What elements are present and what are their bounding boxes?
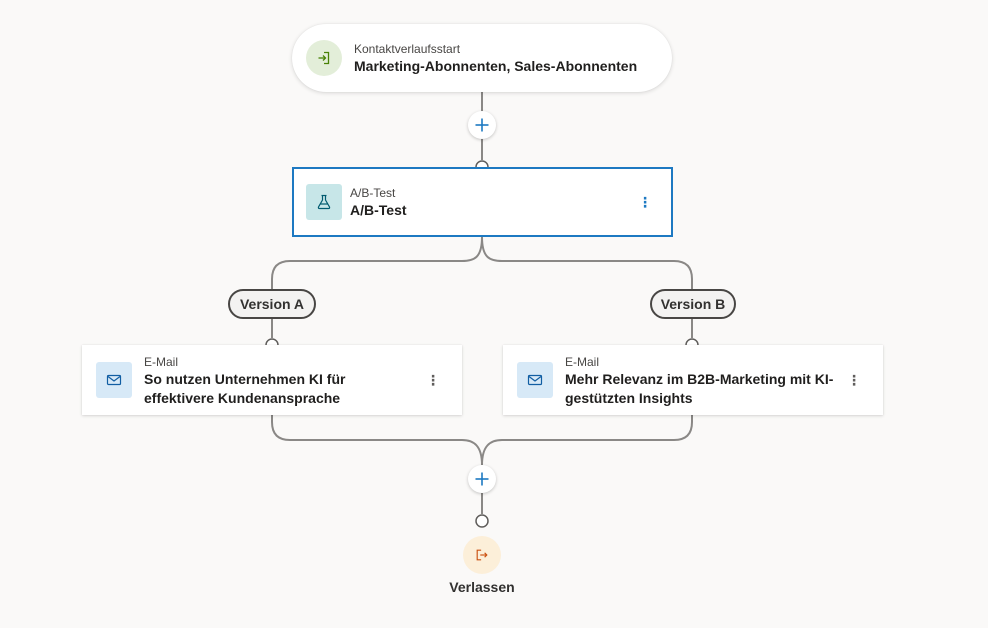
plus-icon bbox=[475, 472, 489, 486]
connector-ab-to-version-a bbox=[271, 236, 483, 289]
more-vertical-icon: ⋮ bbox=[638, 193, 652, 210]
email-node-version-a[interactable]: E-Mail So nutzen Unternehmen KI für effe… bbox=[82, 345, 462, 415]
plus-icon bbox=[475, 118, 489, 132]
exit-label: Verlassen bbox=[449, 579, 515, 595]
more-options-button[interactable]: ⋮ bbox=[636, 191, 654, 213]
email-a-subtitle: E-Mail bbox=[144, 355, 179, 369]
email-a-title: So nutzen Unternehmen KI für effektivere… bbox=[144, 371, 346, 406]
exit-icon[interactable] bbox=[463, 536, 501, 574]
email-b-title: Mehr Relevanz im B2B-Marketing mit KI-ge… bbox=[565, 371, 834, 406]
mail-icon bbox=[517, 362, 553, 398]
mail-icon bbox=[96, 362, 132, 398]
more-options-button[interactable]: ⋮ bbox=[845, 369, 863, 391]
start-node-subtitle: Kontaktverlaufsstart bbox=[354, 42, 461, 56]
more-options-button[interactable]: ⋮ bbox=[424, 369, 442, 391]
add-step-button[interactable] bbox=[468, 465, 496, 493]
branch-label-version-a[interactable]: Version A bbox=[228, 289, 316, 319]
connector-ab-to-version-b bbox=[481, 236, 693, 289]
more-vertical-icon: ⋮ bbox=[426, 371, 440, 388]
enter-icon bbox=[306, 40, 342, 76]
email-node-version-b[interactable]: E-Mail Mehr Relevanz im B2B-Marketing mi… bbox=[503, 345, 883, 415]
ab-test-node[interactable]: A/B-Test A/B-Test ⋮ bbox=[292, 167, 673, 237]
exit-input-port bbox=[475, 514, 489, 528]
start-node-title: Marketing-Abonnenten, Sales-Abonnenten bbox=[354, 58, 638, 74]
connector-email-a-merge bbox=[271, 415, 483, 466]
branch-label-version-b[interactable]: Version B bbox=[650, 289, 736, 319]
connector-email-b-merge bbox=[481, 415, 693, 466]
flask-icon bbox=[306, 184, 342, 220]
more-vertical-icon: ⋮ bbox=[847, 371, 861, 388]
email-b-subtitle: E-Mail bbox=[565, 355, 600, 369]
ab-test-title: A/B-Test bbox=[350, 202, 407, 218]
ab-test-subtitle: A/B-Test bbox=[350, 186, 396, 200]
journey-start-node[interactable]: Kontaktverlaufsstart Marketing-Abonnente… bbox=[292, 24, 672, 92]
add-step-button[interactable] bbox=[468, 111, 496, 139]
